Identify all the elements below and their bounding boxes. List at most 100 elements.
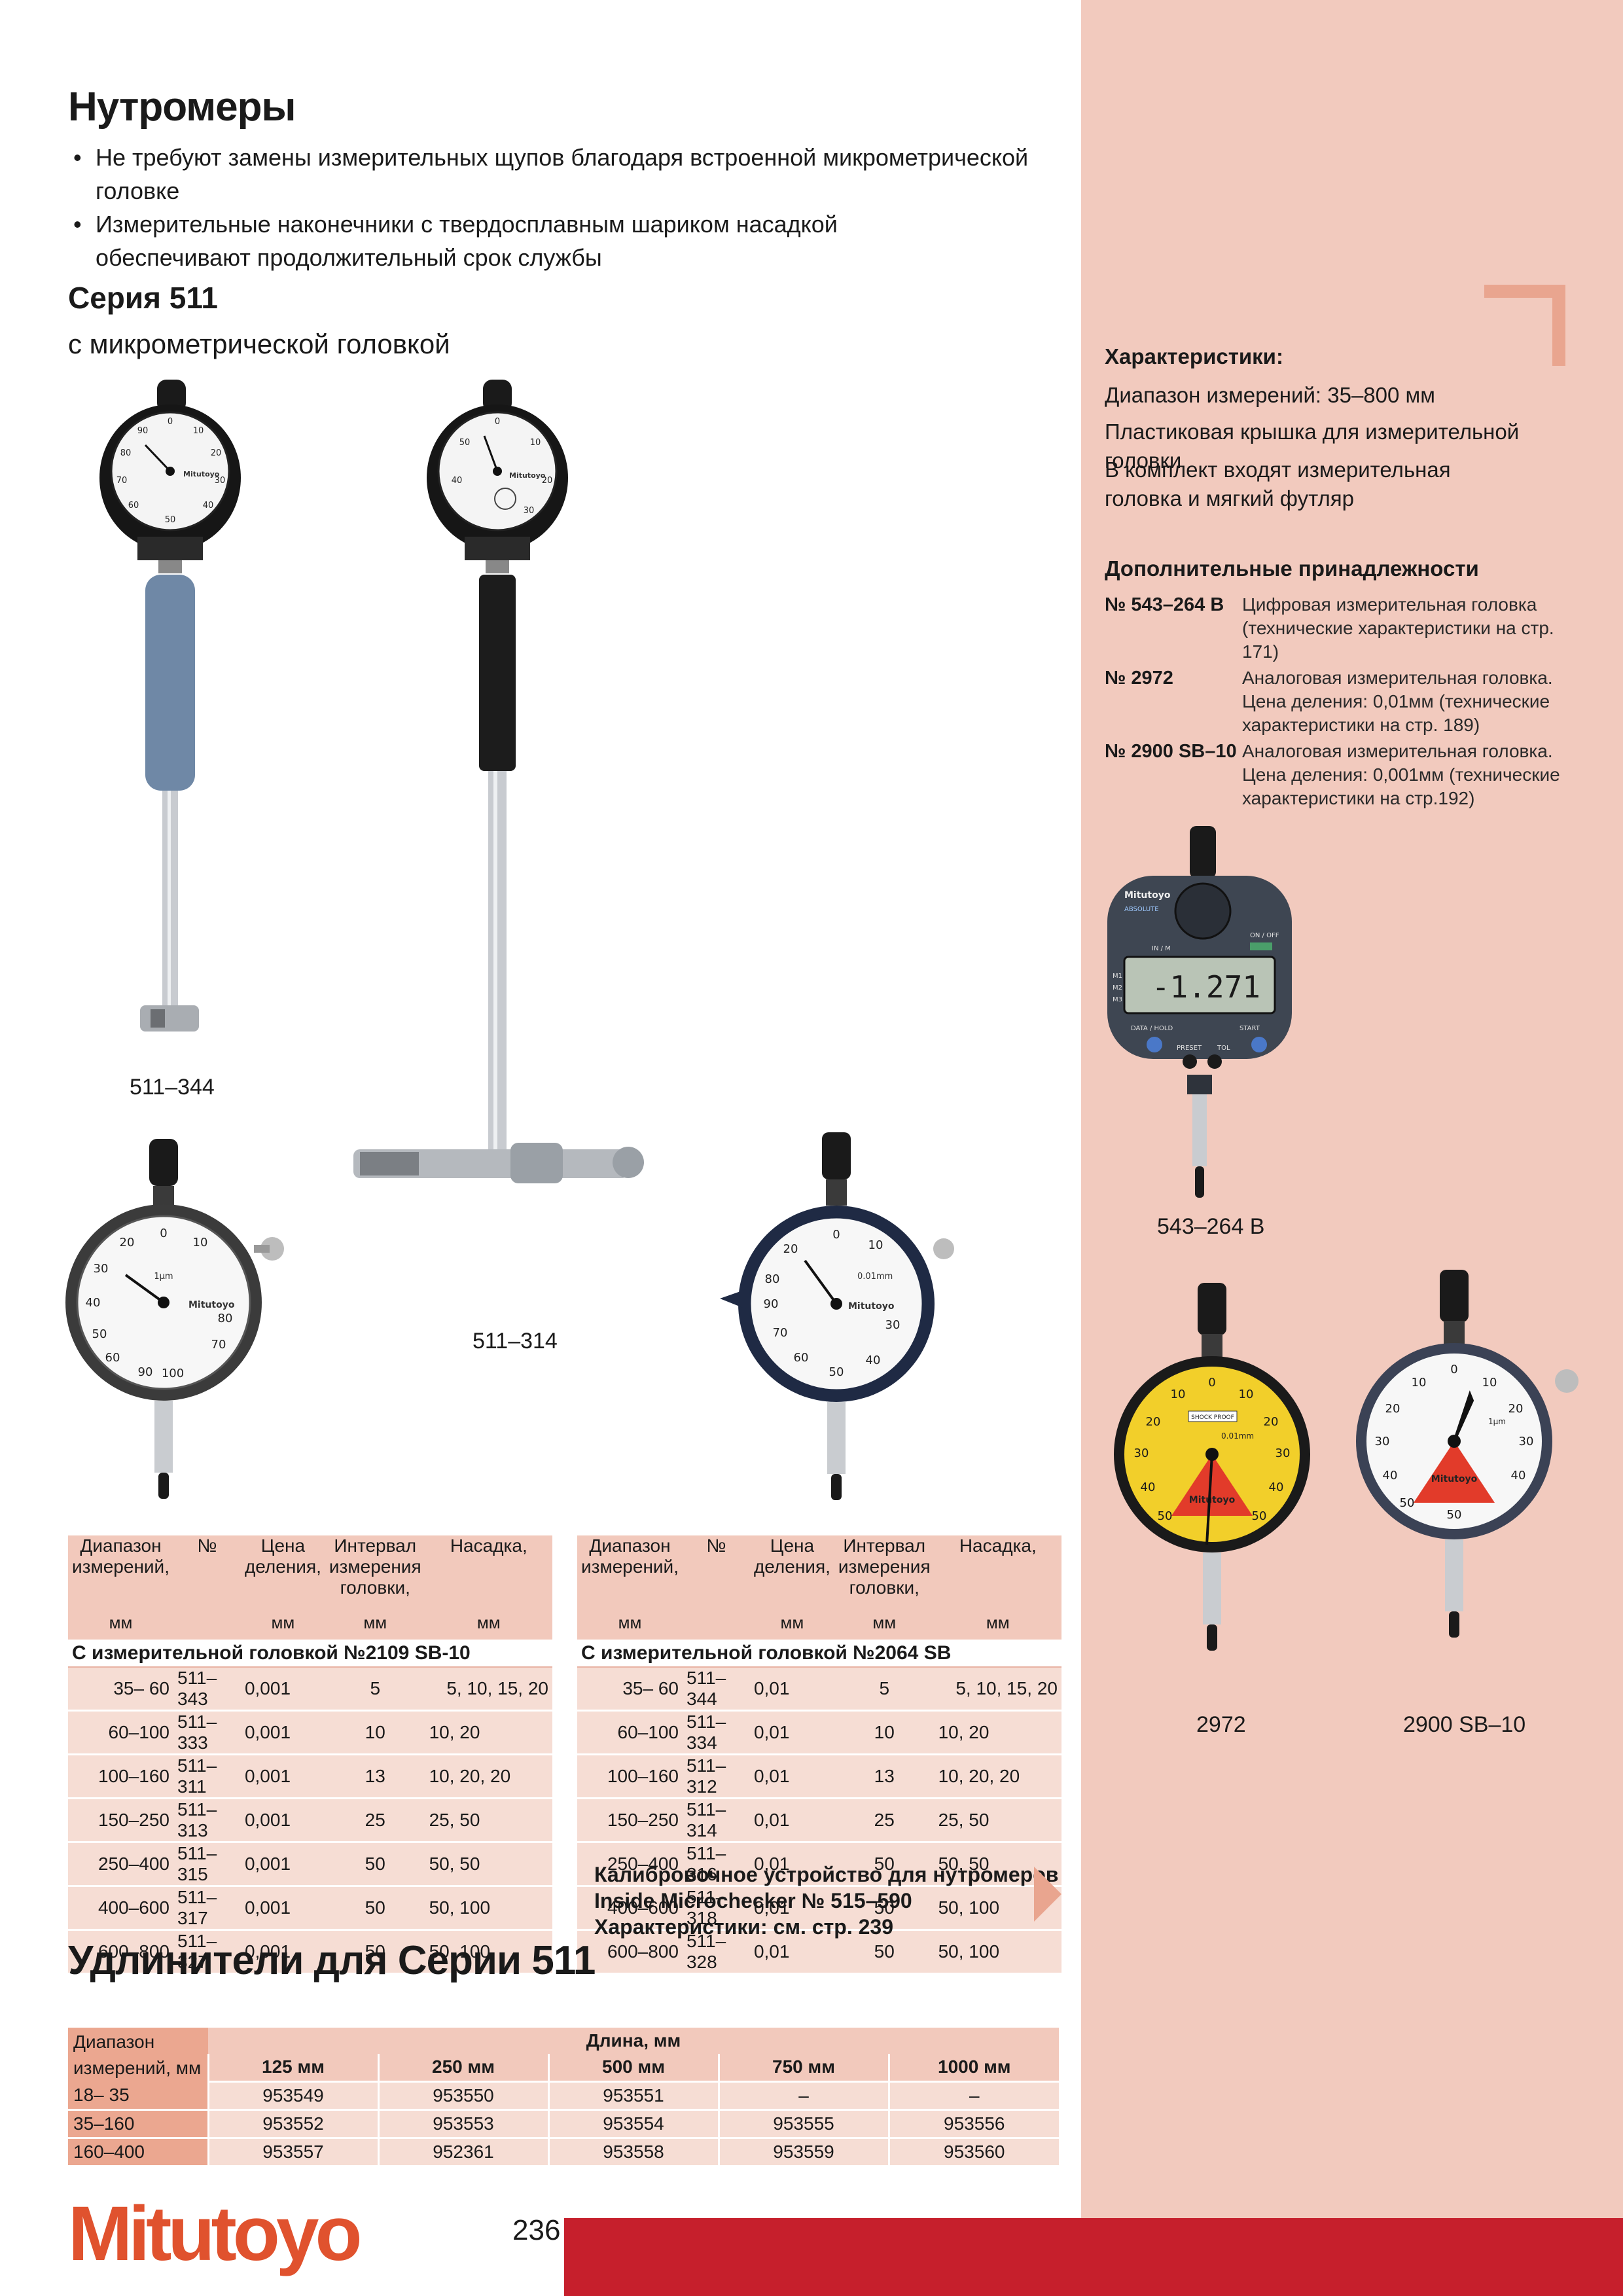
table-cell: 50, 100 bbox=[934, 1929, 1061, 1975]
lcd-reading: -1.271 bbox=[1152, 969, 1260, 1005]
table-cell: 60–100 bbox=[68, 1710, 173, 1755]
caption-543-264b: 543–264 B bbox=[1157, 1214, 1265, 1239]
sidebar-background bbox=[1081, 0, 1623, 2296]
table-cell: 0,001 bbox=[240, 1842, 325, 1887]
table-cell: 953553 bbox=[377, 2108, 548, 2138]
dial-mark: 50 bbox=[92, 1327, 107, 1341]
table-cell: 511–344 bbox=[682, 1667, 750, 1712]
table-cell: 50, 100 bbox=[934, 1886, 1061, 1931]
table-cell: 511–312 bbox=[682, 1754, 750, 1799]
dial-mark: 60 bbox=[128, 501, 139, 511]
table-cell: 0,01 bbox=[749, 1842, 834, 1887]
col-header-range: Диапазон измерений, bbox=[577, 1535, 683, 1613]
table-cell: 50 bbox=[834, 1886, 935, 1931]
table-cell: 5, 10, 15, 20 bbox=[934, 1667, 1061, 1712]
ext-length-col: 250 мм bbox=[377, 2054, 548, 2081]
table-cell: 511–328 bbox=[682, 1929, 750, 1975]
col-header-graduation: Цена деления, bbox=[240, 1535, 325, 1613]
accessory-description: Аналоговая измерительная головка. Цена д… bbox=[1242, 741, 1560, 808]
table-cell: 400–600 bbox=[577, 1886, 683, 1931]
bullet-item: Измерительные наконечники с твердосплавн… bbox=[68, 207, 966, 274]
dial-mark: 30 bbox=[1134, 1446, 1149, 1460]
dial-mark: 10 bbox=[1412, 1376, 1427, 1390]
dial-mark: 80 bbox=[120, 448, 132, 458]
table-cell: 0,01 bbox=[749, 1798, 834, 1843]
extensions-table: Диапазон измерений, мм Длина, мм 125 мм … bbox=[68, 2028, 1059, 2165]
accessory-number: № 543–264 B bbox=[1105, 594, 1224, 615]
dial-indicator-2064-image: 0 10 20 30 40 50 60 70 80 90 0.01mm Mitu… bbox=[720, 1132, 954, 1500]
table-cell: 0,01 bbox=[749, 1667, 834, 1712]
table-cell: 0,001 bbox=[240, 1886, 325, 1931]
dial-mark: 70 bbox=[773, 1326, 788, 1340]
dial-mark: 20 bbox=[1508, 1402, 1524, 1416]
caption-2972: 2972 bbox=[1196, 1712, 1246, 1737]
table-cell: 0,01 bbox=[749, 1886, 834, 1931]
table-cell: 10 bbox=[325, 1710, 425, 1755]
dial-mark: 0 bbox=[168, 417, 173, 427]
dial-mark: 10 bbox=[193, 426, 204, 436]
table-cell: 511–314 bbox=[682, 1798, 750, 1843]
dial-resolution: 1µm bbox=[154, 1272, 173, 1282]
dial-resolution: 0.01mm bbox=[1221, 1431, 1254, 1441]
dial-mark: 90 bbox=[137, 426, 149, 436]
unit-label: мм bbox=[425, 1613, 552, 1640]
table-cell: 953549 bbox=[207, 2080, 378, 2109]
spec-line: Пластиковая крышка для измерительной гол… bbox=[1105, 420, 1520, 473]
table-cell: 10 bbox=[834, 1710, 935, 1755]
accessory-description: Цифровая измерительная головка (техничес… bbox=[1242, 594, 1554, 662]
col-header-anvil: Насадка, bbox=[425, 1535, 552, 1613]
caption-511-344: 511–344 bbox=[130, 1075, 215, 1100]
table-cell: 100–160 bbox=[577, 1754, 683, 1799]
table-cell: 50 bbox=[834, 1842, 935, 1887]
spec-line: В комплект входят измерительная головка … bbox=[1105, 457, 1451, 511]
dial-mark: 20 bbox=[542, 476, 553, 486]
table-cell: 13 bbox=[325, 1754, 425, 1799]
device-badge: ABSOLUTE bbox=[1124, 906, 1159, 913]
table-cell: 10, 20, 20 bbox=[934, 1754, 1061, 1799]
dial-brand: Mitutoyo bbox=[848, 1301, 895, 1312]
table-cell: 511–334 bbox=[682, 1710, 750, 1755]
table-cell: 35–160 bbox=[68, 2108, 208, 2138]
page-title: Нутромеры bbox=[68, 84, 296, 130]
table-cell: 10, 20 bbox=[425, 1710, 552, 1755]
dial-mark: 90 bbox=[764, 1297, 779, 1311]
unit-label: мм bbox=[749, 1613, 834, 1640]
dial-mark: 40 bbox=[86, 1296, 101, 1310]
accessories-list: № 543–264 B Цифровая измерительная голов… bbox=[1105, 593, 1569, 810]
dial-mark: 40 bbox=[1141, 1480, 1156, 1494]
table-cell: 600–800 bbox=[68, 1929, 173, 1975]
accessory-number: № 2900 SB–10 bbox=[1105, 741, 1237, 762]
dial-mark: 80 bbox=[765, 1272, 780, 1286]
unit-label: мм bbox=[68, 1613, 173, 1640]
table-cell: 35– 60 bbox=[68, 1667, 173, 1712]
feature-bullets: Не требуют замены измерительных щупов бл… bbox=[68, 141, 1063, 274]
dial-mark: 10 bbox=[530, 438, 541, 448]
button-label: PRESET bbox=[1177, 1045, 1202, 1052]
table-cell: 13 bbox=[834, 1754, 935, 1799]
dial-mark: 100 bbox=[162, 1367, 184, 1380]
table-cell: 953558 bbox=[547, 2136, 719, 2165]
calibration-line: Inside Microchecker № 515–590 bbox=[594, 1889, 912, 1912]
button-label: TOL bbox=[1217, 1045, 1230, 1052]
accessory-number: № 2972 bbox=[1105, 668, 1173, 689]
accessory-item: № 2900 SB–10 Аналоговая измерительная го… bbox=[1105, 740, 1569, 810]
dial-mark: 30 bbox=[1375, 1435, 1390, 1448]
table-cell: – bbox=[717, 2080, 889, 2109]
dial-mark: 30 bbox=[1275, 1446, 1291, 1460]
dial-mark: 40 bbox=[452, 476, 463, 486]
unit-label: мм bbox=[934, 1613, 1061, 1640]
dial-mark: 50 bbox=[1400, 1496, 1415, 1510]
spec-table-2064: Диапазон измерений, № Цена деления, Инте… bbox=[577, 1535, 1061, 1975]
dial-indicator-2972-image: 0 10 20 30 40 50 10 20 30 40 50 SHOCK PR… bbox=[1114, 1283, 1310, 1651]
table-cell: 10, 20 bbox=[934, 1710, 1061, 1755]
dial-mark: 20 bbox=[1146, 1415, 1161, 1429]
table-row: 18– 35 953549 953550 953551 – – bbox=[68, 2080, 1059, 2109]
table-cell: 50, 100 bbox=[425, 1886, 552, 1931]
table-cell: 5 bbox=[834, 1667, 935, 1712]
dial-mark: 50 bbox=[1158, 1509, 1173, 1523]
